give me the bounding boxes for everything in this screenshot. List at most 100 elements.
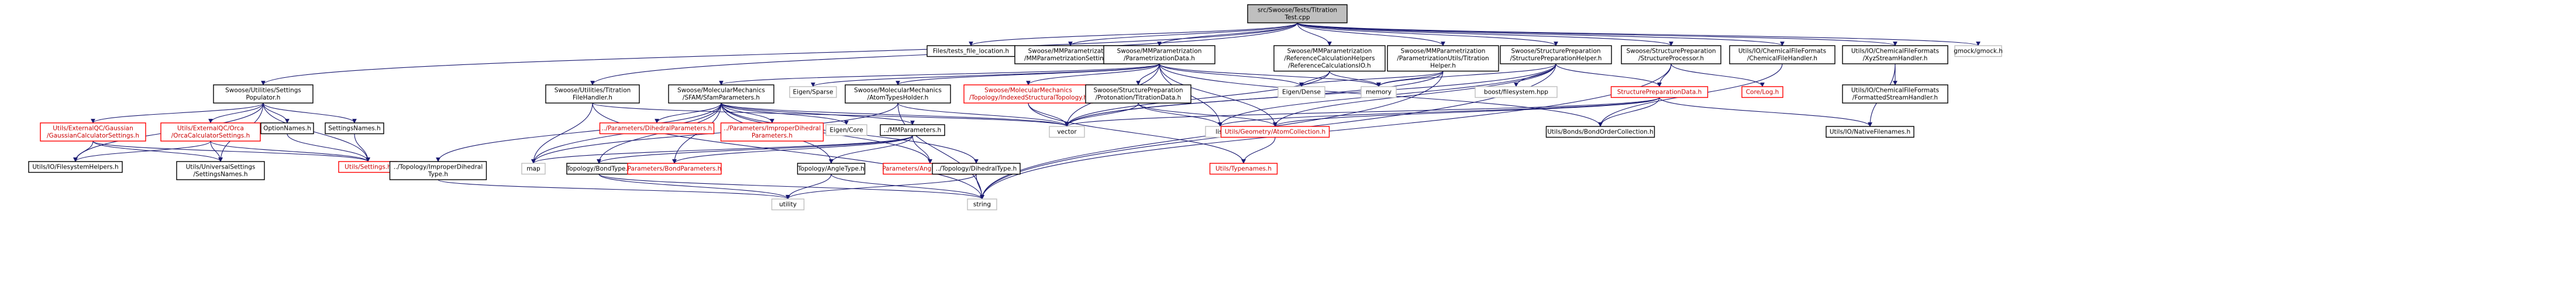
node-eigen_core[interactable]: Eigen/Core	[825, 124, 867, 136]
edge-mm_params-to-bond_params	[672, 135, 913, 164]
node-atom_collection[interactable]: Utils/Geometry/AtomCollection.h	[1220, 126, 1330, 138]
node-files_tests[interactable]: Files/tests_file_location.h	[927, 45, 1015, 57]
node-label-line: /ReferenceCalculationsIO.h	[1288, 63, 1370, 70]
node-box	[325, 122, 384, 135]
node-label-line: /AtomTypesHolder.h	[867, 94, 929, 101]
node-topo_bond[interactable]: Topology/BondType.h	[566, 163, 632, 175]
edge-orca-to-utils_settings	[210, 140, 370, 162]
node-box	[176, 161, 265, 180]
node-mm_refcalc[interactable]: Swoose/MMParametrization/ReferenceCalcul…	[1273, 45, 1386, 72]
edge-sp_protonation-to-atom_collection	[1138, 102, 1277, 127]
node-map[interactable]: map	[521, 163, 546, 175]
edge-root-to-mm_refcalc	[1297, 22, 1332, 46]
edge-gaussian-to-univ_settings	[92, 140, 223, 162]
edge-topo_angle-to-string	[831, 174, 984, 200]
node-orca[interactable]: Utils/ExternalQC/Orca/OrcaCalculatorSett…	[160, 122, 261, 142]
edge-root-to-chem_handler	[1297, 22, 1785, 46]
node-utility[interactable]: utility	[771, 198, 805, 211]
node-bond_params[interactable]: Parameters/BondParameters.h	[627, 163, 722, 175]
node-dihedral_params[interactable]: ../Parameters/DihedralParameters.h	[599, 122, 715, 135]
edge-atom_collection-to-typenames	[1241, 137, 1276, 164]
edge-topo_dihedral-to-utility	[786, 174, 977, 200]
node-fs_helpers[interactable]: Utils/IO/FilesystemHelpers.h	[28, 161, 123, 173]
edge-sp_helper-to-memory	[1376, 63, 1556, 87]
node-gaussian[interactable]: Utils/ExternalQC/Gaussian/GaussianCalcul…	[40, 122, 146, 142]
node-core_log[interactable]: Core/Log.h	[1741, 86, 1783, 98]
edge-sp_processor-to-core_log	[1671, 63, 1765, 87]
node-bond_order[interactable]: Utils/Bonds/BondOrderCollection.h	[1545, 126, 1655, 138]
node-box	[845, 84, 951, 104]
node-topo_dihedral[interactable]: ../Topology/DihedralType.h	[932, 163, 1021, 175]
node-box	[963, 84, 1093, 104]
node-label-line: Populator.h	[246, 94, 281, 101]
node-box	[545, 84, 640, 104]
edge-sp_helper-to-atom_collection	[1273, 63, 1556, 127]
edge-mm_data-to-eigen_sparse	[811, 63, 1160, 87]
node-label-line: Utils/ExternalQC/Orca	[177, 125, 244, 132]
node-mm_titration[interactable]: Swoose/MMParametrization/Parametrization…	[1387, 45, 1499, 72]
node-label-line: /FormattedStreamHandler.h	[1852, 94, 1938, 101]
edge-mm_params-to-topo_angle	[829, 135, 913, 164]
node-label-line: Swoose/MolecularMechanics	[984, 87, 1072, 94]
node-sp_processor[interactable]: Swoose/StructurePreparation/StructurePro…	[1621, 45, 1721, 64]
node-chem_handler[interactable]: Utils/IO/ChemicalFileFormats/ChemicalFil…	[1729, 45, 1835, 64]
node-option_names[interactable]: OptionNames.h	[260, 122, 314, 135]
node-topo_angle[interactable]: Topology/AngleType.h	[797, 163, 866, 175]
node-eigen_dense[interactable]: Eigen/Dense	[1277, 86, 1325, 98]
node-mm_params[interactable]: ../MMParameters.h	[880, 124, 945, 136]
node-vector[interactable]: vector	[1049, 126, 1085, 138]
node-box	[40, 122, 146, 142]
edge-atomtypes-to-map	[531, 102, 898, 164]
node-label-line: Files/tests_file_location.h	[933, 48, 1009, 55]
node-label-line: src/Swoose/Tests/Titration	[1258, 7, 1337, 14]
node-label-line: /StructureProcessor.h	[1638, 55, 1704, 62]
node-label-line: utility	[779, 201, 797, 208]
node-sp_data[interactable]: StructurePreparationData.h	[1610, 86, 1709, 98]
node-xyz_handler[interactable]: Utils/IO/ChemicalFileFormats/XyzStreamHa…	[1842, 45, 1948, 64]
node-sp_helper[interactable]: Swoose/StructurePreparation/StructurePre…	[1500, 45, 1612, 64]
node-utils_settings[interactable]: Utils/Settings.h	[338, 161, 398, 173]
node-memory[interactable]: memory	[1361, 86, 1397, 98]
node-native_filenames[interactable]: Utils/IO/NativeFilenames.h	[1826, 126, 1914, 138]
node-box	[1842, 45, 1948, 64]
node-label-line: memory	[1366, 89, 1392, 96]
node-boost_fs[interactable]: boost/filesystem.hpp	[1475, 86, 1558, 98]
edge-mm_titration-to-eigen_dense	[1299, 70, 1444, 87]
node-topo_indexed[interactable]: Swoose/MolecularMechanics/Topology/Index…	[963, 84, 1093, 104]
node-atomtypes[interactable]: Swoose/MolecularMechanics/AtomTypesHolde…	[845, 84, 951, 104]
edge-sfam-to-mm_params	[721, 102, 915, 125]
node-eigen_sparse[interactable]: Eigen/Sparse	[789, 86, 837, 98]
node-formatted_stream[interactable]: Utils/IO/ChemicalFileFormats/FormattedSt…	[1842, 84, 1948, 104]
edge-mm_data-to-atom_collection	[1159, 63, 1277, 127]
node-box	[389, 161, 487, 180]
node-label-line: Test.cpp	[1284, 14, 1310, 21]
node-sp_protonation[interactable]: Swoose/StructurePreparation/Protonation/…	[1085, 84, 1191, 104]
edge-settings_pop-to-option_names	[263, 102, 290, 124]
node-label-line: /Protonation/TitrationData.h	[1096, 94, 1182, 101]
edge-orca-to-univ_settings	[210, 140, 223, 162]
node-box	[771, 198, 805, 211]
node-string[interactable]: string	[967, 198, 997, 211]
node-box	[1103, 45, 1215, 64]
node-settings_names[interactable]: SettingsNames.h	[325, 122, 384, 135]
node-univ_settings[interactable]: Utils/UniversalSettings/SettingsNames.h	[176, 161, 265, 180]
node-improper_params[interactable]: ../Parameters/ImproperDihedralParameters…	[720, 122, 824, 142]
node-box	[789, 86, 837, 98]
node-mm_data[interactable]: Swoose/MMParametrization/Parametrization…	[1103, 45, 1215, 64]
node-label-line: /StructurePreparationHelper.h	[1510, 55, 1602, 62]
edge-orca-to-fs_helpers	[73, 140, 211, 162]
node-typenames[interactable]: Utils/Typenames.h	[1209, 163, 1278, 175]
edge-sp_data-to-native_filenames	[1659, 97, 1872, 127]
edge-sp_protonation-to-list	[1138, 102, 1222, 127]
node-box	[1741, 86, 1783, 98]
node-gmock[interactable]: gmock/gmock.h	[1954, 45, 2003, 57]
node-sfam[interactable]: Swoose/MolecularMechanics/SFAM/SfamParam…	[668, 84, 774, 104]
node-label-line: /ParametrizationData.h	[1124, 55, 1195, 62]
node-label-line: ../Topology/DihedralType.h	[936, 166, 1017, 173]
node-label-line: Core/Log.h	[1746, 89, 1779, 96]
